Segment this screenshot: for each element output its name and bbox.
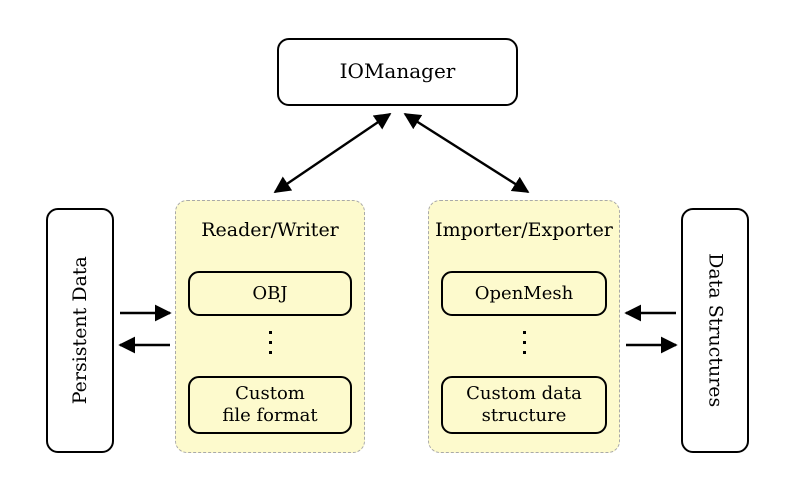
arrow-iomanager-importerexporter [403, 112, 530, 194]
node-data-structures[interactable]: Data Structures [681, 208, 749, 453]
group-importer-exporter[interactable]: Importer/Exporter OpenMesh Custom data s… [428, 200, 620, 453]
node-data-structures-label: Data Structures [704, 253, 727, 408]
group-importer-exporter-title: Importer/Exporter [435, 219, 613, 241]
node-iomanager-label: IOManager [339, 59, 456, 84]
node-iomanager[interactable]: IOManager [277, 38, 518, 106]
node-persistent-data[interactable]: Persistent Data [46, 208, 114, 453]
node-custom-file-format[interactable]: Custom file format [188, 376, 352, 434]
node-persistent-data-label: Persistent Data [68, 256, 91, 405]
ellipsis-dot [522, 331, 526, 334]
ellipsis-dot [268, 341, 272, 344]
ellipsis-dot [522, 341, 526, 344]
node-obj[interactable]: OBJ [188, 271, 352, 316]
node-openmesh[interactable]: OpenMesh [441, 271, 607, 316]
group-reader-writer-title: Reader/Writer [201, 219, 339, 241]
ellipsis-dot [268, 331, 272, 334]
node-custom-file-format-line2: file format [222, 405, 318, 426]
arrow-iomanager-readerwriter [273, 113, 392, 193]
node-openmesh-label: OpenMesh [474, 282, 574, 304]
node-custom-data-structure-line2: structure [481, 405, 567, 426]
node-custom-data-structure-line1: Custom data [466, 383, 582, 405]
node-custom-data-structure-label: Custom data structure [466, 383, 582, 427]
node-obj-label: OBJ [252, 282, 288, 304]
node-custom-file-format-line1: Custom [235, 383, 305, 405]
ellipsis-importer-exporter [429, 331, 619, 354]
ellipsis-dot [268, 351, 272, 354]
node-custom-data-structure[interactable]: Custom data structure [441, 376, 607, 434]
ellipsis-dot [522, 351, 526, 354]
group-reader-writer[interactable]: Reader/Writer OBJ Custom file format [175, 200, 365, 453]
ellipsis-reader-writer [176, 331, 364, 354]
node-custom-file-format-label: Custom file format [222, 383, 317, 427]
